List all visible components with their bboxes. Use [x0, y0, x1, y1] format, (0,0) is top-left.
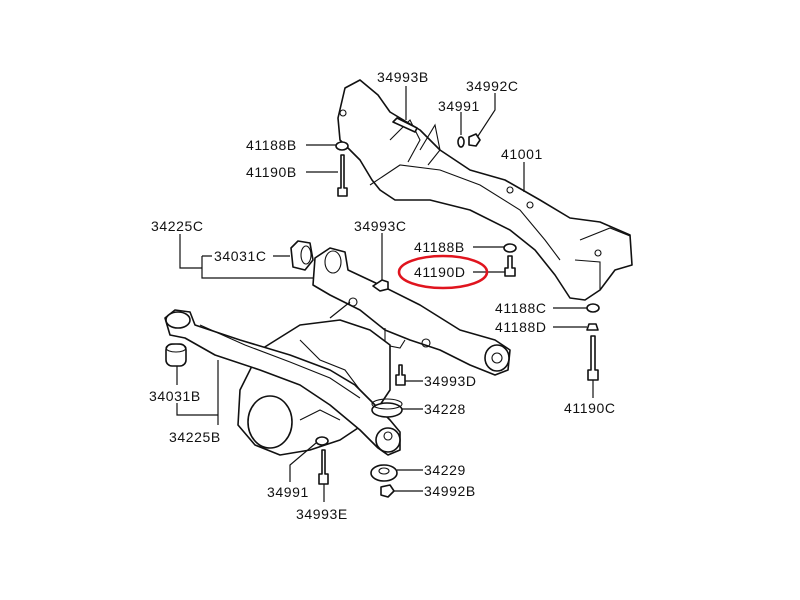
hardware — [315, 117, 600, 498]
label-41190D: 41190D — [414, 264, 466, 280]
bushing-34031B — [165, 343, 187, 367]
label-41001: 41001 — [501, 146, 543, 162]
bushing-34031C — [290, 240, 314, 271]
arm-34225C — [312, 247, 511, 376]
label-34228: 34228 — [424, 401, 466, 417]
label-41188B-left: 41188B — [246, 137, 297, 153]
leader-lines — [176, 86, 594, 502]
label-34225C: 34225C — [151, 218, 204, 234]
label-34031C: 34031C — [214, 248, 267, 264]
label-34991-bottom: 34991 — [267, 484, 309, 500]
label-34225B: 34225B — [169, 429, 221, 445]
part-labels: 34993B 34992C 34991 41188B 41190B 41001 … — [149, 69, 616, 522]
label-34031B: 34031B — [149, 388, 201, 404]
arm-34225B — [164, 309, 401, 456]
label-41188B-right: 41188B — [414, 239, 465, 255]
label-34992C: 34992C — [466, 78, 519, 94]
label-34229: 34229 — [424, 462, 466, 478]
label-41190C: 41190C — [564, 400, 616, 416]
label-34993E: 34993E — [296, 506, 348, 522]
highlight-circle-41190D — [397, 254, 489, 290]
label-34992B: 34992B — [424, 483, 476, 499]
label-41188D: 41188D — [495, 319, 547, 335]
label-34993D: 34993D — [424, 373, 477, 389]
label-41188C: 41188C — [495, 300, 547, 316]
label-34991-top: 34991 — [438, 98, 480, 114]
label-41190B: 41190B — [246, 164, 297, 180]
label-34993B: 34993B — [377, 69, 429, 85]
label-34993C: 34993C — [354, 218, 407, 234]
